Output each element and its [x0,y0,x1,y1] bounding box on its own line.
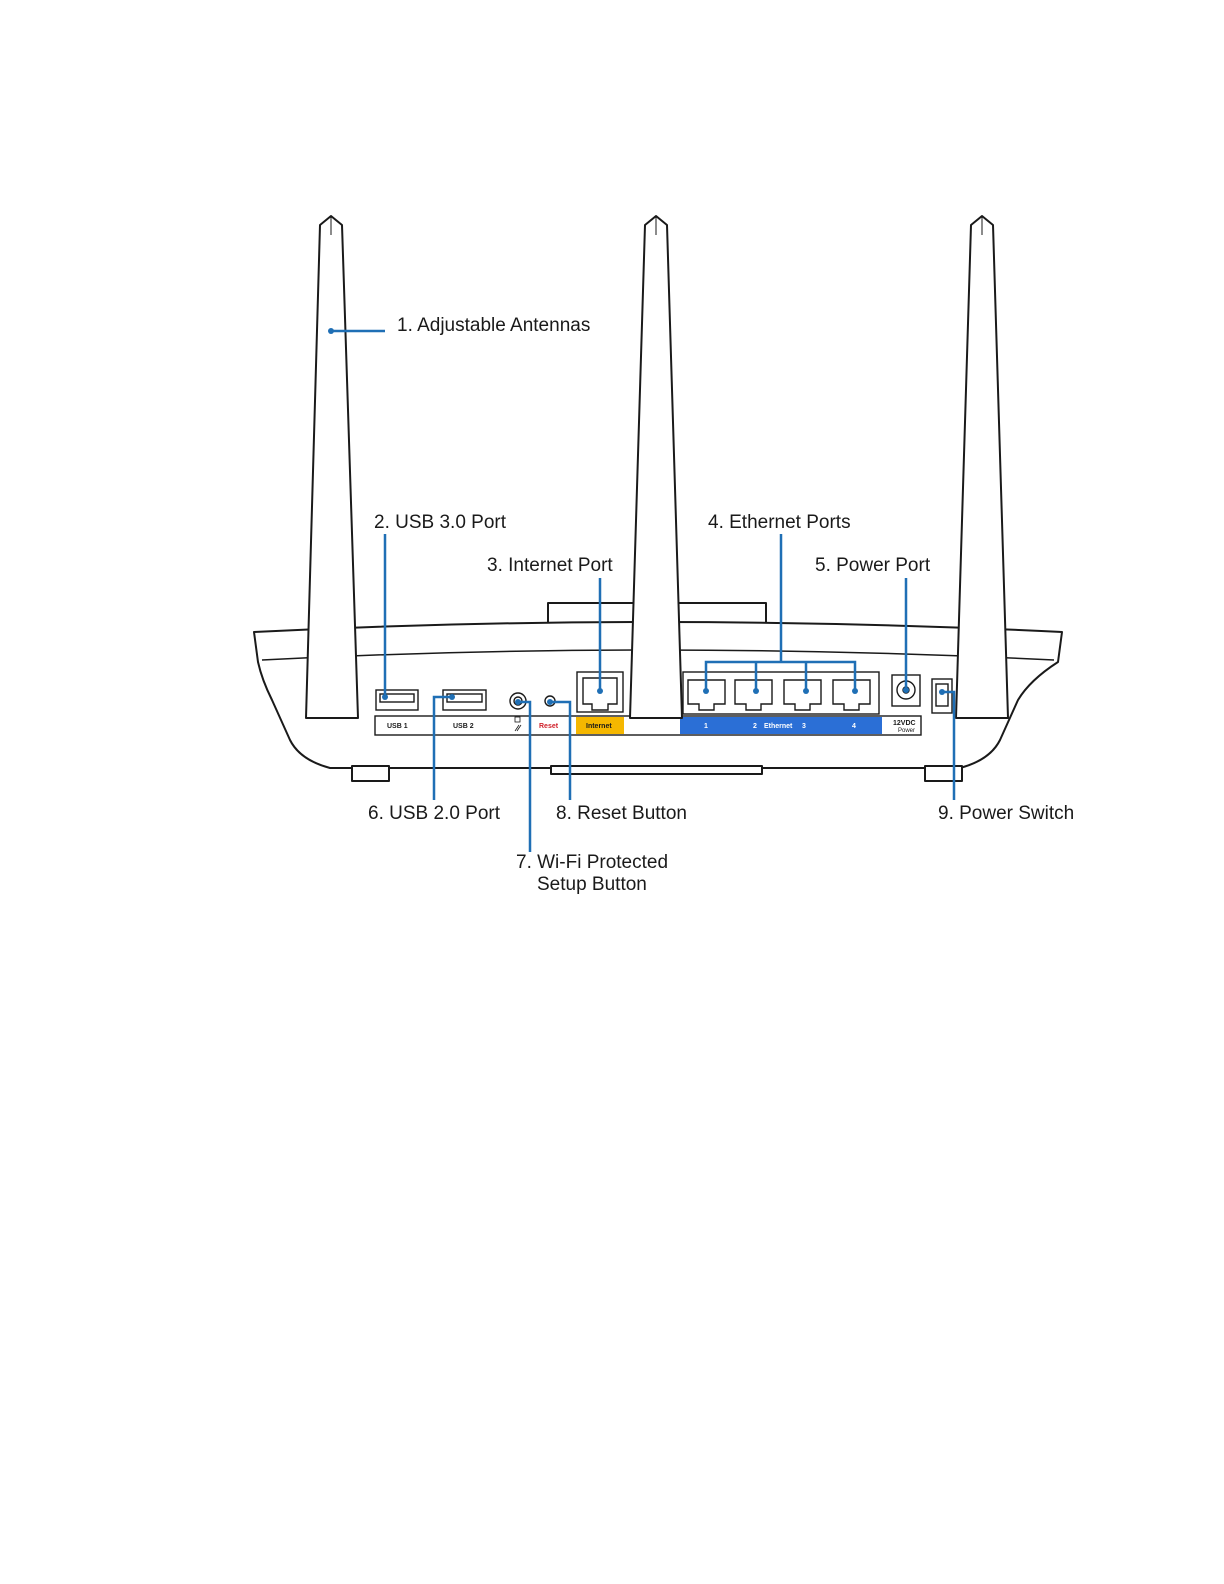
panel-label-eth2: 2 [753,723,757,730]
panel-label-ethernet: Ethernet [764,723,793,730]
callout-reset: 8. Reset Button [556,803,687,824]
usb-2-port [443,690,486,710]
callout-power-port: 5. Power Port [815,555,931,576]
router-foot-right [925,766,962,781]
panel-label-power-volts: 12VDC [893,720,916,727]
antenna-right [956,216,1008,718]
callout-usb3: 2. USB 3.0 Port [374,512,507,533]
antenna-left [306,216,358,718]
callout-wps-line1: 7. Wi-Fi Protected [516,852,668,873]
callout-ethernet: 4. Ethernet Ports [708,512,851,533]
panel-label-usb2: USB 2 [453,723,474,730]
panel-label-power-word: Power [898,728,915,734]
callout-power-switch: 9. Power Switch [938,803,1074,824]
callout-usb2: 6. USB 2.0 Port [368,803,501,824]
callout-antennas: 1. Adjustable Antennas [397,315,590,336]
antenna-center [630,216,682,718]
callout-internet: 3. Internet Port [487,555,613,576]
panel-label-internet: Internet [586,723,612,730]
router-foot-left [352,766,389,781]
power-switch [932,679,952,713]
panel-label-reset: Reset [539,723,559,730]
callout-wps-line2: Setup Button [537,874,647,895]
ethernet-ports [683,672,879,714]
usb-3-port [376,690,418,710]
panel-label-eth1: 1 [704,723,708,730]
router-foot-center [551,766,762,774]
panel-label-eth3: 3 [802,723,806,730]
panel-label-usb1: USB 1 [387,723,408,730]
panel-label-eth4: 4 [852,723,856,730]
